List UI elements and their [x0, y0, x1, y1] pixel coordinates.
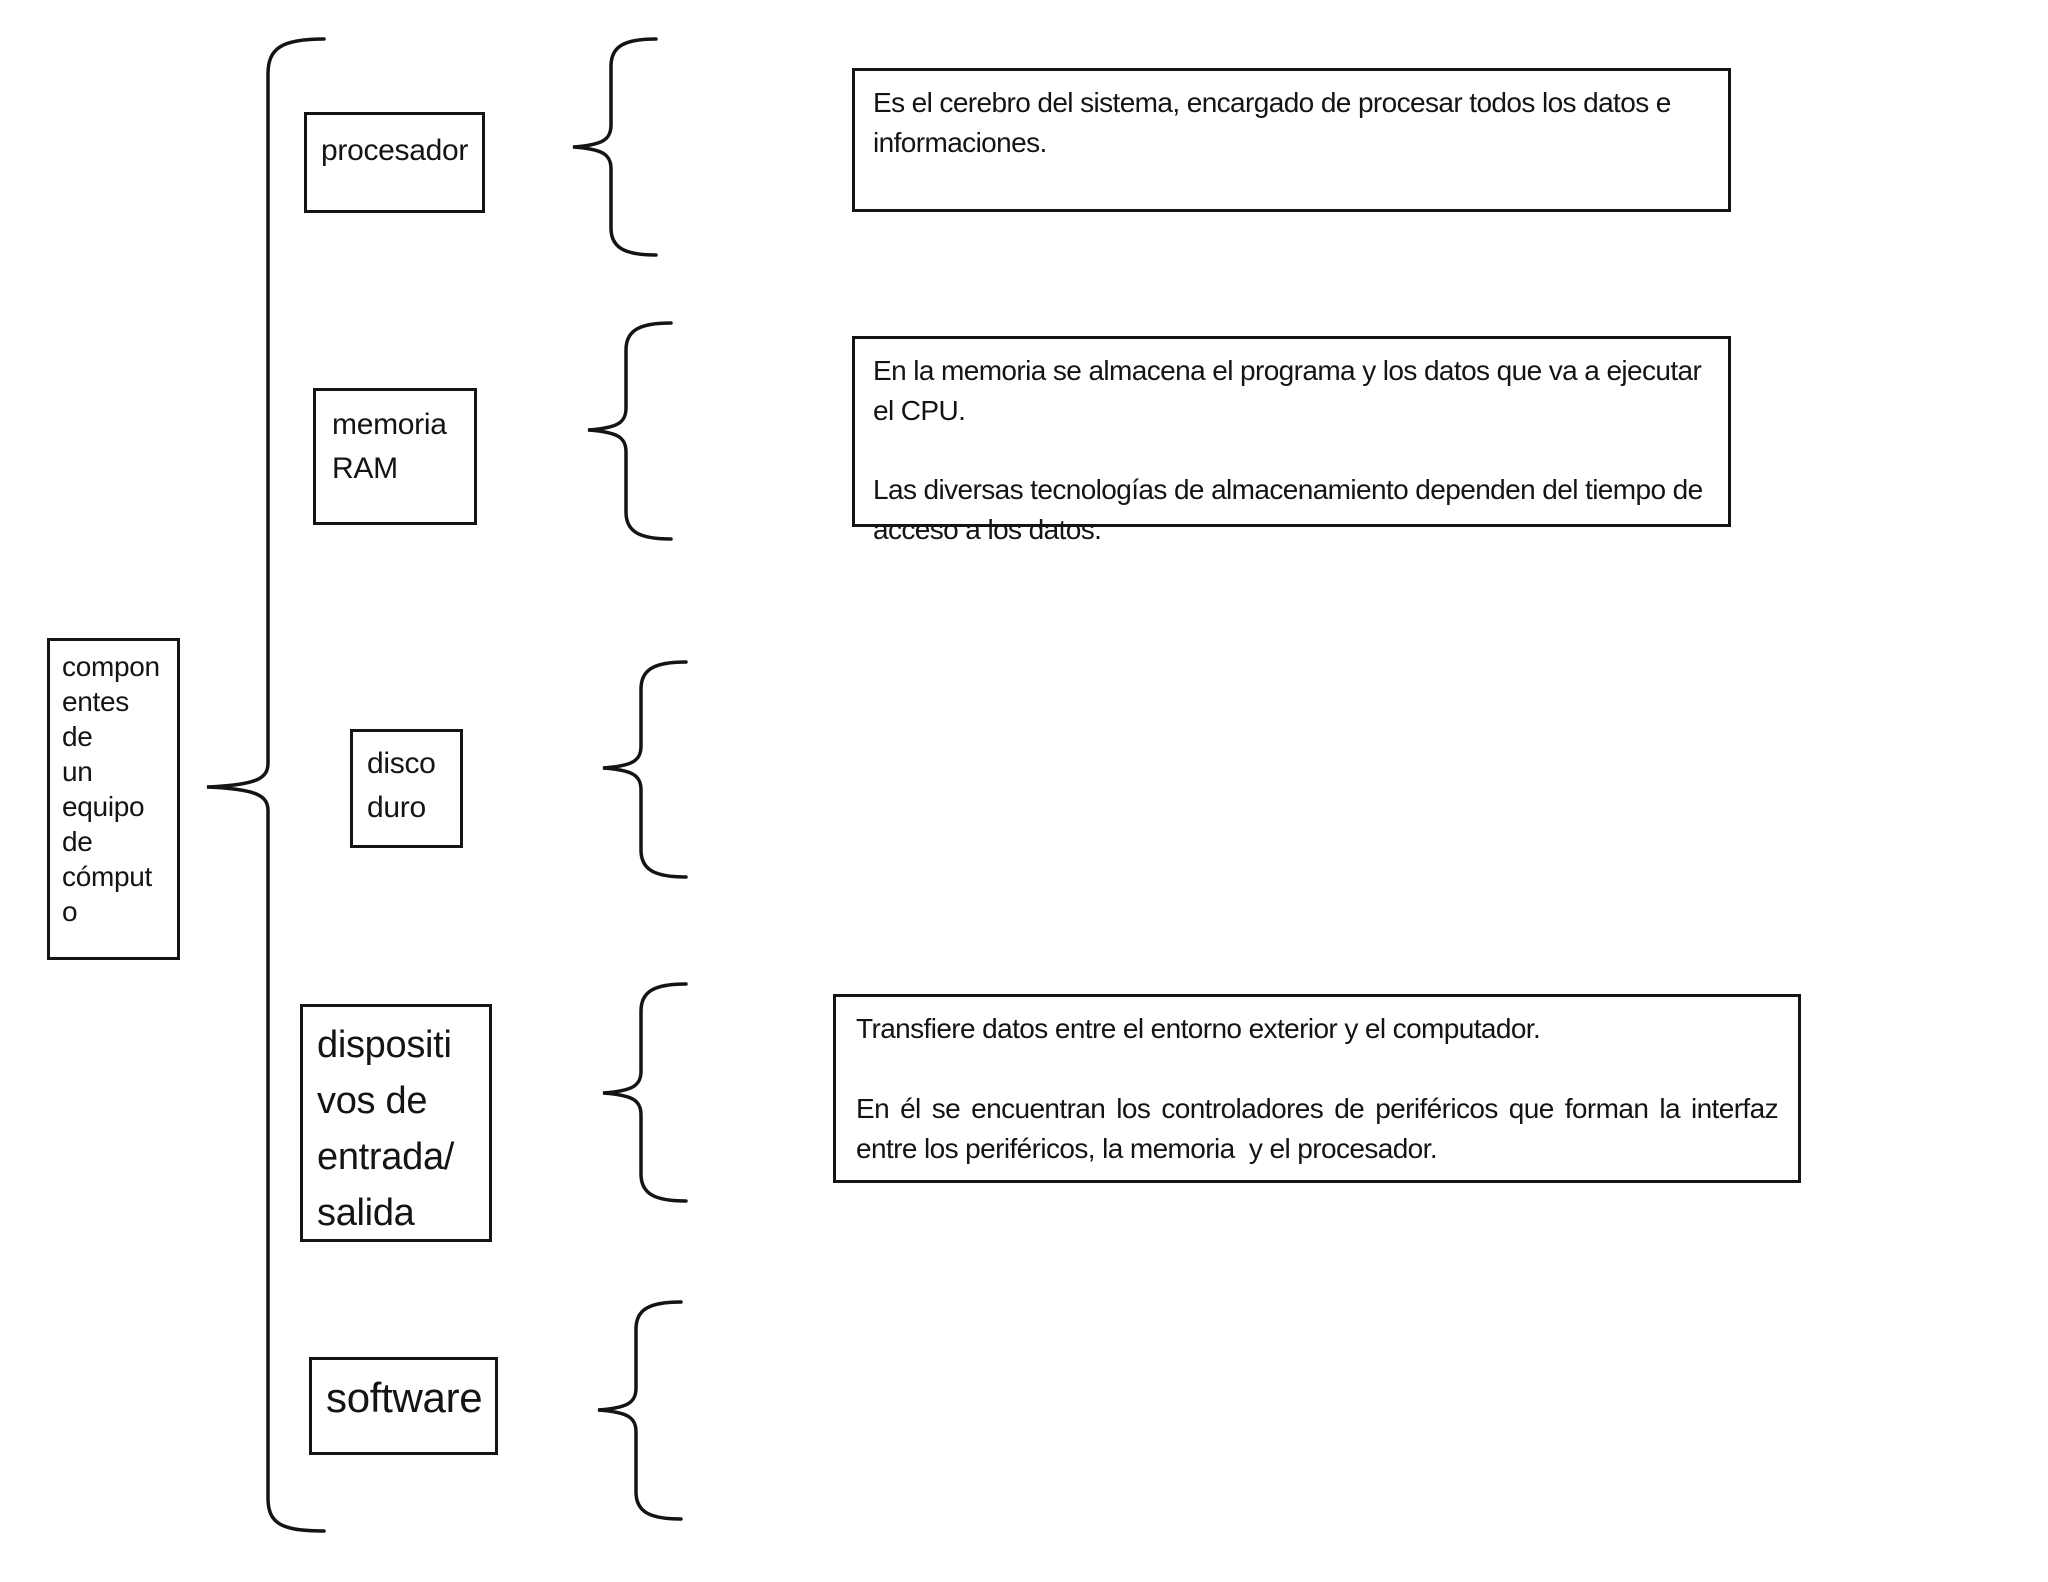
branch-label-memoria-ram: memoria RAM: [332, 408, 447, 485]
brace-procesador: [572, 37, 658, 257]
brace-memoria-ram: [587, 321, 673, 541]
description-box-memoria-ram: En la memoria se almacena el programa y …: [852, 336, 1731, 545]
description-text2-dispositivos: En él se encuentran los controladores de…: [856, 1093, 1786, 1164]
branch-label-procesador: procesador: [321, 134, 469, 167]
description-text-dispositivos: Transfiere datos entre el entorno exteri…: [856, 1013, 1541, 1044]
description-box-procesador: Es el cerebro del sistema, encargado de …: [852, 68, 1731, 212]
branch-box-disco-duro: disco duro: [350, 729, 463, 848]
branch-label-disco-duro: disco duro: [367, 747, 436, 824]
root-node-box: compon entes de un equipo de cómput o: [47, 638, 180, 960]
branch-box-memoria-ram: memoria RAM: [313, 388, 477, 525]
brace-dispositivos: [602, 982, 688, 1203]
description-text2-memoria-ram: Las diversas tecnologías de almacenamien…: [873, 474, 1703, 545]
branch-label-software: software: [326, 1374, 483, 1421]
description-text-memoria-ram: En la memoria se almacena el programa y …: [873, 355, 1702, 426]
description-box-dispositivos: Transfiere datos entre el entorno exteri…: [833, 994, 1801, 1183]
description-text-procesador: Es el cerebro del sistema, encargado de …: [873, 87, 1671, 158]
branch-box-dispositivos: dispositi vos de entrada/ salida: [300, 1004, 492, 1242]
branch-box-procesador: procesador: [304, 112, 485, 213]
root-brace: [206, 37, 326, 1533]
root-node-label: compon entes de un equipo de cómput o: [62, 651, 160, 927]
branch-label-dispositivos: dispositi vos de entrada/ salida: [317, 1024, 455, 1234]
brace-disco-duro: [602, 660, 688, 879]
brace-software: [597, 1300, 683, 1521]
branch-box-software: software: [309, 1357, 498, 1455]
